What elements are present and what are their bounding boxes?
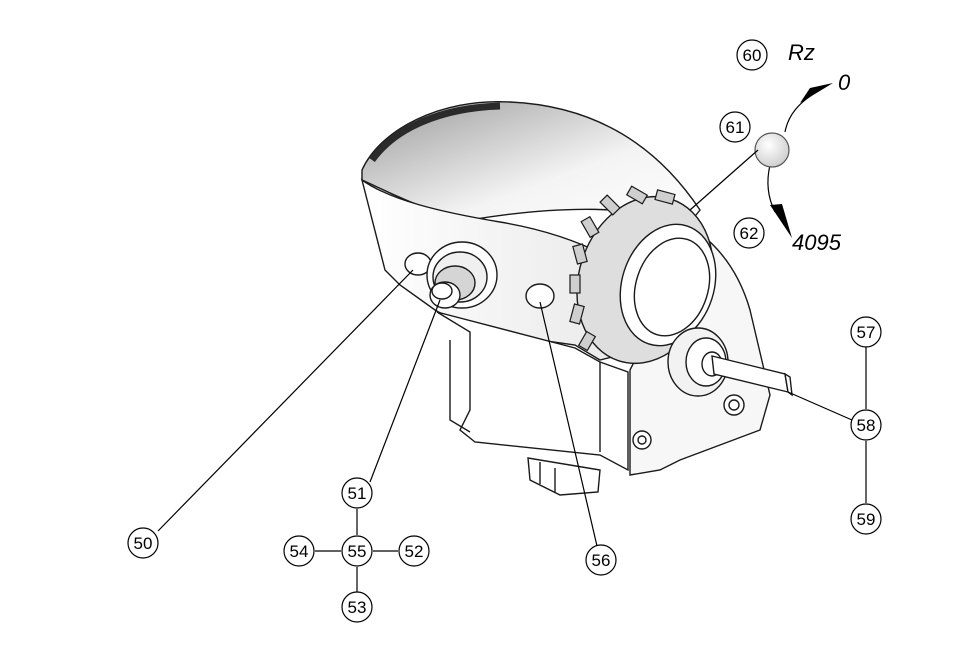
button-right <box>525 283 555 309</box>
paddle-switch <box>667 327 793 397</box>
callout-50: 50 <box>134 534 153 553</box>
callout-54: 54 <box>290 542 309 561</box>
callout-55: 55 <box>348 542 367 561</box>
callouts <box>127 39 882 623</box>
rz-axis-indicator: Rz 0 4095 <box>754 40 851 255</box>
housing-lower-front <box>436 311 629 472</box>
housing-front <box>360 178 641 361</box>
callout-52-circle <box>398 535 430 567</box>
callout-61-circle <box>719 111 751 143</box>
callout-57: 57 <box>857 323 876 342</box>
rz-ball <box>754 132 790 168</box>
rz-max-label: 4095 <box>792 230 842 255</box>
callout-58: 58 <box>857 416 876 435</box>
leader-58 <box>787 391 853 421</box>
callout-51-circle <box>341 477 373 509</box>
mini-joystick <box>426 241 498 309</box>
callout-labels: 50 51 52 53 54 55 56 57 58 59 60 61 62 <box>134 46 876 617</box>
leader-50 <box>157 269 414 532</box>
callout-58-circle <box>850 409 882 441</box>
callout-59-circle <box>850 503 882 535</box>
callout-62-circle <box>733 217 765 249</box>
bottom-mount <box>527 457 601 496</box>
rotary-knob <box>569 185 717 365</box>
callout-59: 59 <box>857 510 876 529</box>
rz-arc-up <box>784 94 813 133</box>
rz-axis-name: Rz <box>788 40 815 65</box>
leader-lines <box>157 149 867 592</box>
rz-arrow-up <box>800 83 833 103</box>
callout-62: 62 <box>740 224 759 243</box>
leader-56 <box>539 301 598 547</box>
callout-60: 60 <box>743 46 762 65</box>
rz-arrow-down <box>770 204 792 238</box>
callout-56-circle <box>585 544 617 576</box>
callout-60-circle <box>736 39 768 71</box>
callout-57-circle <box>850 316 882 348</box>
callout-56: 56 <box>592 551 611 570</box>
callout-61: 61 <box>726 118 745 137</box>
callout-50-circle <box>127 527 159 559</box>
housing-top-rim <box>369 102 501 163</box>
leader-51 <box>369 299 441 483</box>
callout-52: 52 <box>405 542 424 561</box>
callout-53: 53 <box>348 598 367 617</box>
callout-51: 51 <box>348 484 367 503</box>
callout-55-circle <box>341 535 373 567</box>
rz-min-label: 0 <box>838 70 851 95</box>
leader-61 <box>689 149 759 211</box>
callout-54-circle <box>283 535 315 567</box>
callout-53-circle <box>341 591 373 623</box>
